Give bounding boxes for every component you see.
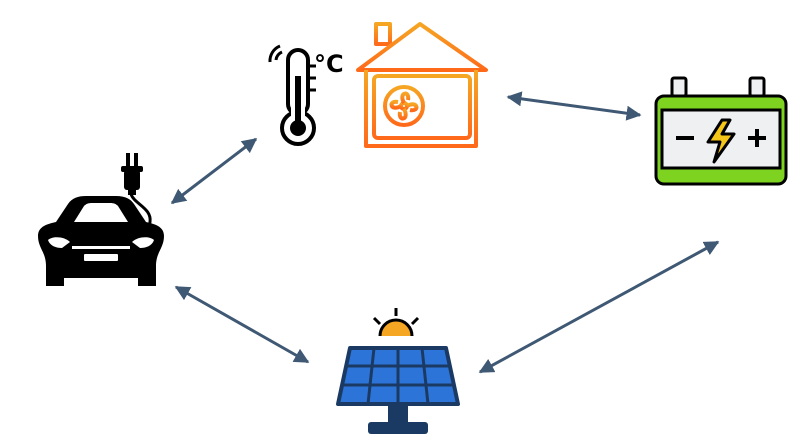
arrow-heatpump-battery (506, 91, 642, 121)
arrow-ev-thermostat (170, 137, 258, 205)
arrow-solar-battery (478, 240, 720, 374)
electric-car-icon (38, 153, 164, 286)
arrow-links (170, 91, 720, 374)
thermometer-icon: °C (268, 44, 344, 146)
solar-panel-icon (336, 308, 460, 434)
arrow-ev-solar (174, 285, 310, 364)
heat-pump-house-icon (354, 22, 488, 148)
degree-celsius-label: °C (314, 50, 344, 78)
battery-icon (654, 76, 788, 186)
